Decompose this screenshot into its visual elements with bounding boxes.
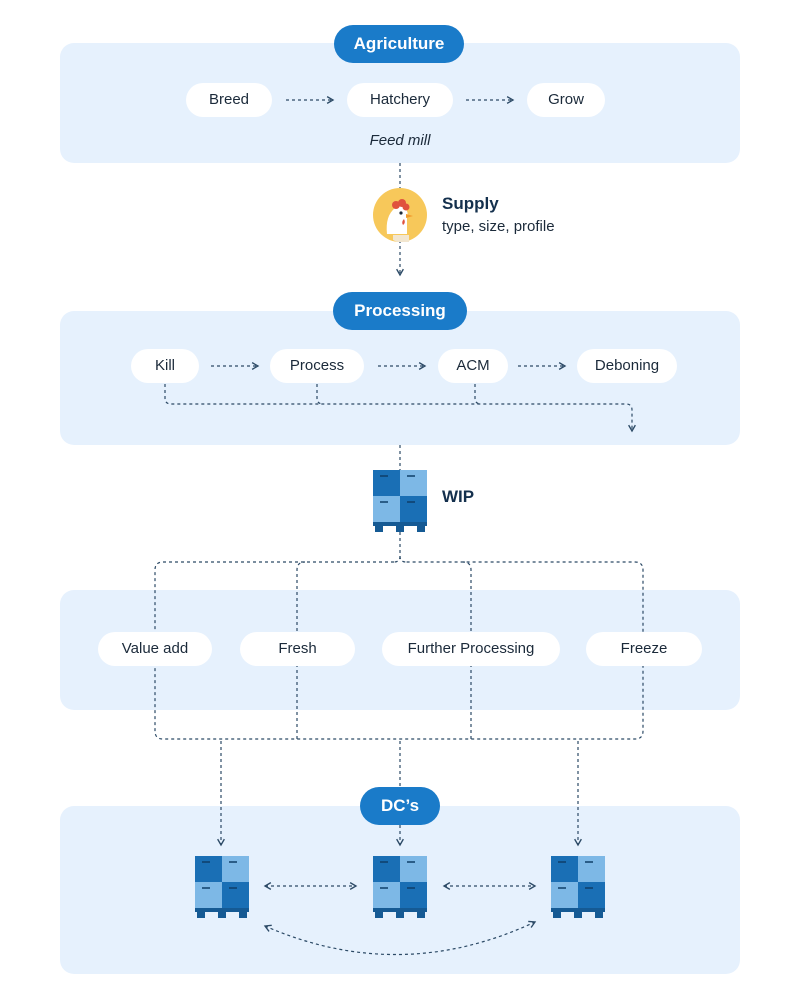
channel-fresh: Fresh [240,632,355,666]
channel-value-add: Value add [98,632,212,666]
supply-subtitle: type, size, profile [442,218,555,235]
processing-badge: Processing [333,292,467,330]
step-grow: Grow [527,83,605,117]
step-breed: Breed [186,83,272,117]
step-deboning: Deboning [577,349,677,383]
dc-left-pallet-icon [195,856,249,918]
arrow-dc-left-right [263,920,537,956]
supply-title: Supply [442,194,499,213]
step-process: Process [270,349,364,383]
feed-mill-label: Feed mill [369,132,431,149]
agriculture-badge: Agriculture [334,25,464,63]
step-hatchery: Hatchery [347,83,453,117]
dc-center-pallet-icon [373,856,427,918]
wip-label: WIP [442,487,475,506]
channel-freeze: Freeze [586,632,702,666]
step-acm: ACM [438,349,508,383]
dc-right-pallet-icon [551,856,605,918]
step-kill: Kill [131,349,199,383]
dcs-badge: DC’s [360,787,440,825]
wip-pallet-icon [373,470,427,532]
channel-further-processing: Further Processing [382,632,560,666]
processing-collector [164,384,636,433]
chicken-icon [373,188,427,242]
